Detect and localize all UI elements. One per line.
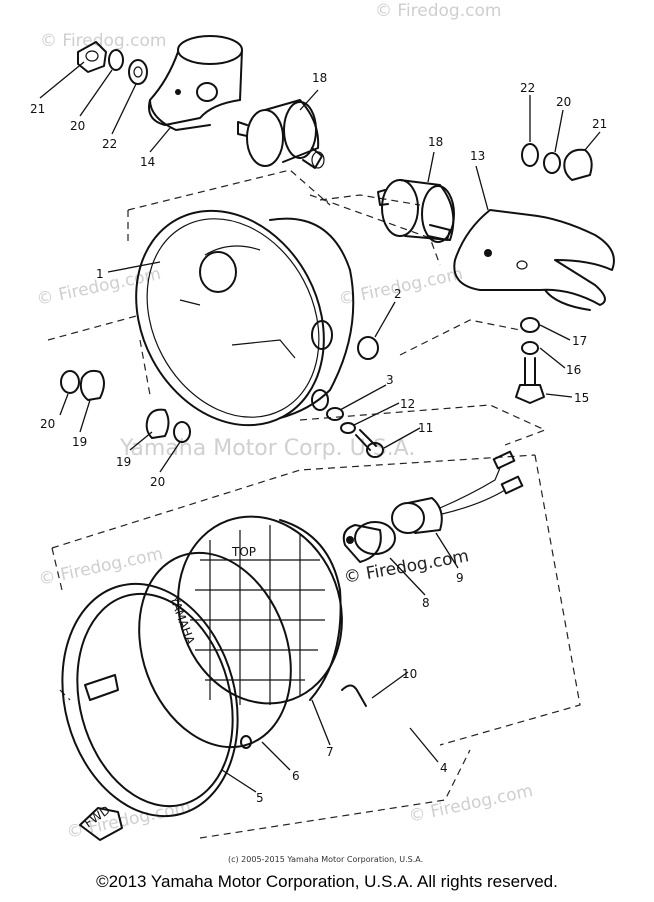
label-3: 3 — [386, 373, 394, 387]
label-20-upper-right: 20 — [556, 95, 571, 109]
label-12: 12 — [400, 397, 415, 411]
label-19-middle: 19 — [116, 455, 131, 469]
watermark-lower-right: © Firedog.com — [407, 781, 535, 827]
nut-washers-upper-right — [521, 143, 593, 181]
label-19-left: 19 — [72, 435, 87, 449]
label-9: 9 — [456, 571, 464, 585]
label-20-upper-left: 20 — [70, 119, 85, 133]
label-8: 8 — [422, 596, 430, 610]
label-16: 16 — [566, 363, 581, 377]
label-11: 11 — [418, 421, 433, 435]
label-20-middle: 20 — [150, 475, 165, 489]
rubber-mount-right — [377, 179, 455, 243]
watermark-lower-left: © Firedog.com — [37, 544, 165, 590]
adjust-spring — [341, 684, 367, 707]
nut-washers-upper-left — [77, 41, 148, 85]
watermark-center-dark: © Firedog.com — [342, 546, 470, 588]
label-1: 1 — [96, 267, 104, 281]
label-17: 17 — [572, 334, 587, 348]
label-22-right: 22 — [520, 81, 535, 95]
label-14: 14 — [140, 155, 155, 169]
label-13: 13 — [470, 149, 485, 163]
label-18-right: 18 — [428, 135, 443, 149]
bracket-left — [148, 35, 243, 131]
label-20-left: 20 — [40, 417, 55, 431]
headlight-shell — [135, 209, 355, 427]
watermark-top-left: © Firedog.com — [40, 31, 166, 51]
leader-lines — [39, 61, 601, 793]
watermark-center: Yamaha Motor Corp. U.S.A. — [119, 436, 415, 461]
label-2: 2 — [394, 287, 402, 301]
diagram-copyright: (c) 2005-2015 Yamaha Motor Corporation, … — [228, 855, 423, 864]
headlight-exploded-diagram: © Firedog.com © Firedog.com © Firedog.co… — [30, 1, 615, 864]
rubber-mount-upper — [237, 99, 325, 169]
label-10: 10 — [402, 667, 417, 681]
headlight-bulb — [342, 521, 396, 563]
mounting-bolt-set — [515, 317, 545, 404]
label-22-left: 22 — [102, 137, 117, 151]
label-15: 15 — [574, 391, 589, 405]
label-18-upper: 18 — [312, 71, 327, 85]
label-4: 4 — [440, 761, 448, 775]
part-number-labels: 21 20 22 14 18 18 13 22 20 21 1 2 17 16 … — [30, 71, 607, 805]
label-5: 5 — [256, 791, 264, 805]
label-7: 7 — [326, 745, 334, 759]
watermark-top-right: © Firedog.com — [375, 1, 501, 21]
bulb-socket — [391, 450, 524, 534]
sealed-beam-lens: TOP — [177, 515, 343, 705]
label-6: 6 — [292, 769, 300, 783]
lens-top-mark: TOP — [231, 545, 256, 559]
grommet — [357, 336, 379, 360]
label-21-right: 21 — [592, 117, 607, 131]
nut-washer-left — [60, 369, 191, 443]
assembly-guides — [47, 169, 581, 839]
label-21-left: 21 — [30, 102, 45, 116]
headlight-rim-outer — [61, 582, 252, 818]
bracket-right — [453, 209, 615, 311]
footer-copyright: ©2013 Yamaha Motor Corporation, U.S.A. A… — [96, 872, 558, 891]
adjust-screw-set — [326, 407, 384, 458]
